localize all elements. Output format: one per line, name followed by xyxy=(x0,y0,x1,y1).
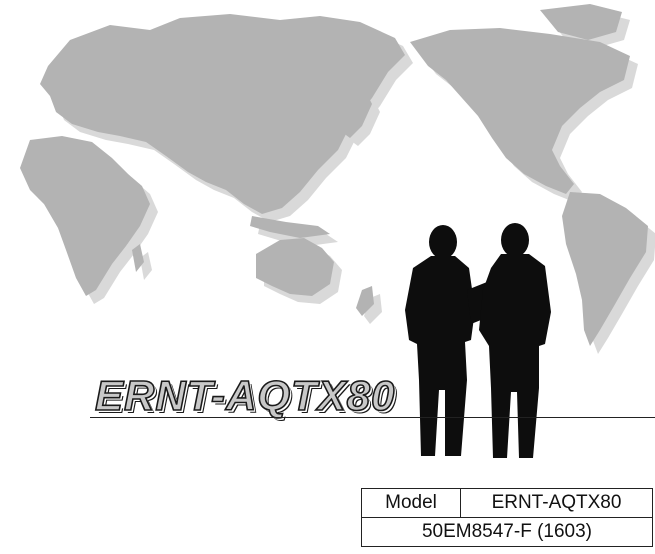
model-row: Model ERNT-AQTX80 xyxy=(361,488,653,518)
model-info-table: Model ERNT-AQTX80 50EM8547-F (1603) xyxy=(361,488,653,547)
doc-code-row: 50EM8547-F (1603) xyxy=(361,517,653,547)
businessmen-silhouette xyxy=(405,223,551,458)
model-label: Model xyxy=(361,488,461,518)
product-title: ERNT-AQTX80 xyxy=(94,371,396,420)
title-underline xyxy=(90,417,655,418)
model-value: ERNT-AQTX80 xyxy=(460,488,653,518)
product-title-block: ERNT-AQTX80 xyxy=(94,371,396,420)
document-code: 50EM8547-F (1603) xyxy=(361,517,653,547)
